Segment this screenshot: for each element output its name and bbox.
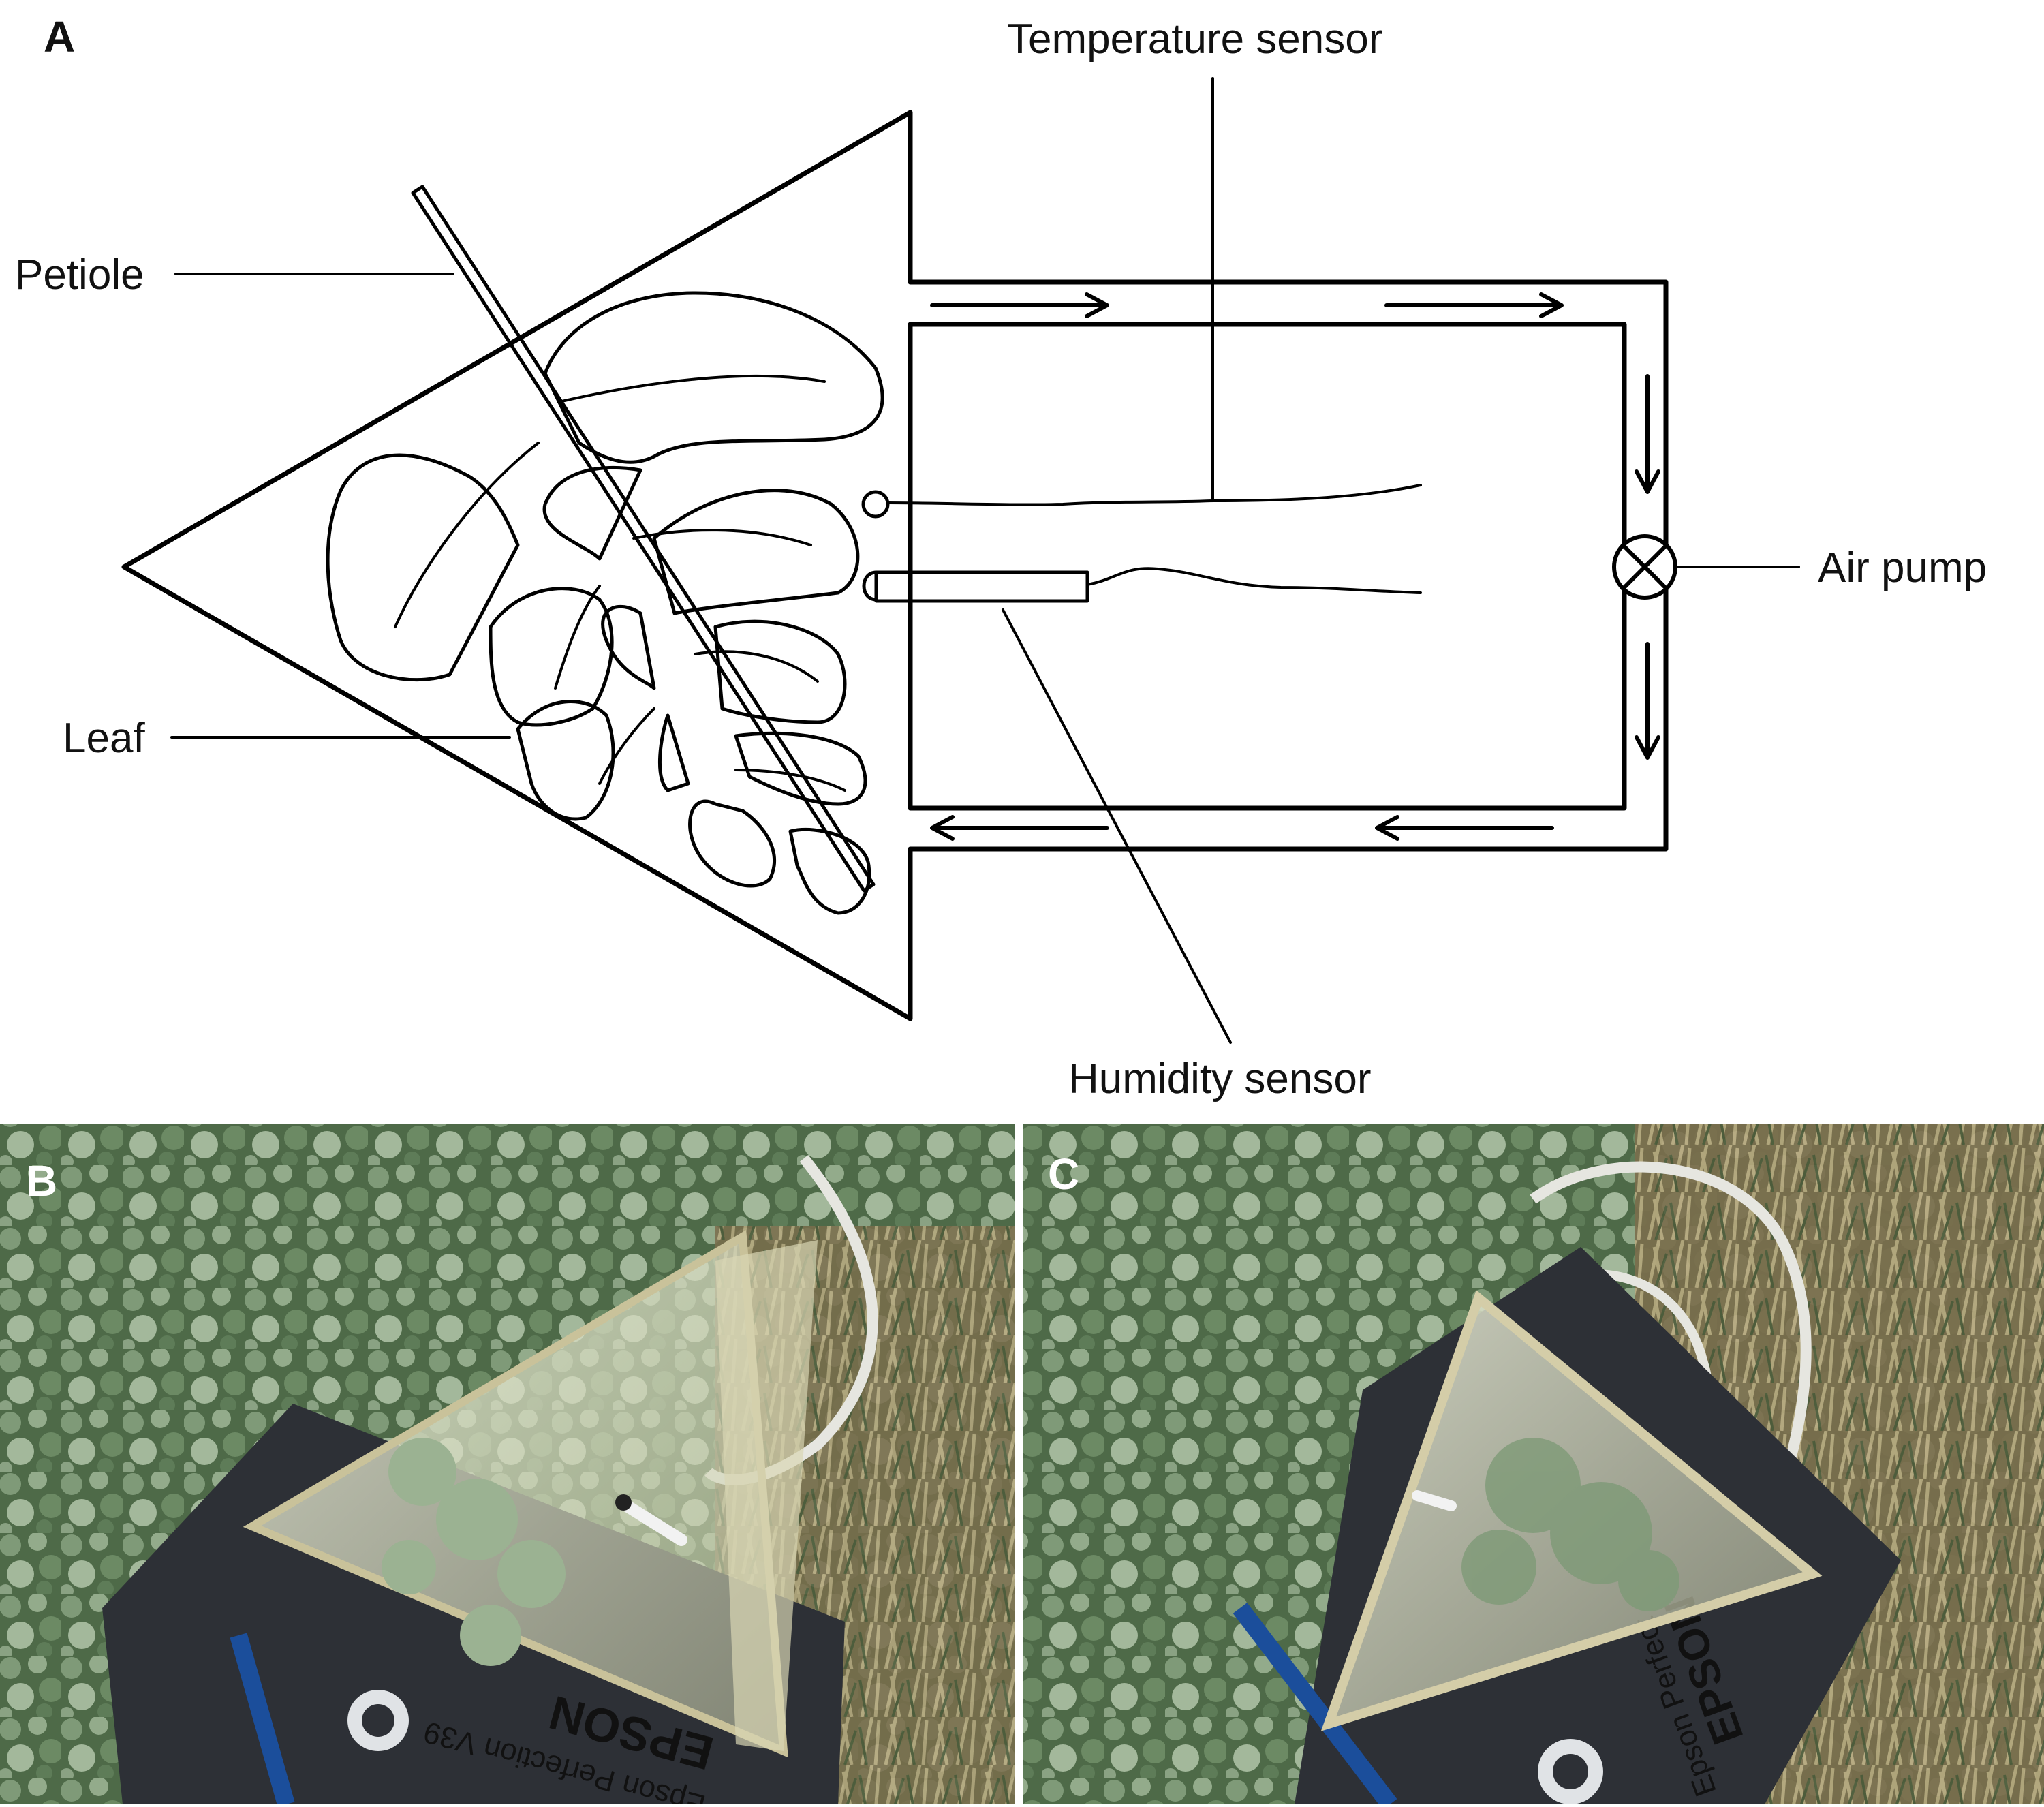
label-humidity-sensor: Humidity sensor <box>1068 1055 1371 1102</box>
humidity-sensor <box>862 567 1422 603</box>
panel-c-photo: EPSON Epson Perfect C <box>1023 1124 2044 1804</box>
label-leaf: Leaf <box>63 715 145 762</box>
label-air-pump: Air pump <box>1818 544 1987 591</box>
air-pump-symbol <box>1612 534 1677 600</box>
flow-arrows <box>930 292 1660 841</box>
flow-arrow-top-2 <box>1384 292 1564 318</box>
panel-b-letter: B <box>26 1156 57 1205</box>
panel-a-letter: A <box>44 12 75 61</box>
chamber-outline <box>121 110 1669 1021</box>
panel-c-letter: C <box>1048 1149 1079 1199</box>
flow-arrow-bottom-2 <box>930 815 1109 841</box>
flow-arrow-bottom-1 <box>1375 815 1554 841</box>
panel-a-diagram: A <box>15 12 1987 1102</box>
leader-lines <box>170 77 1800 1044</box>
label-temperature-sensor: Temperature sensor <box>1007 16 1382 63</box>
flow-arrow-right-1 <box>1635 374 1660 494</box>
leader-humidity <box>1002 608 1232 1044</box>
label-petiole: Petiole <box>15 251 144 298</box>
leaf-outline <box>326 291 884 915</box>
flow-arrow-right-2 <box>1635 642 1660 760</box>
flow-arrow-top-1 <box>930 292 1109 318</box>
temperature-sensor <box>861 484 1422 519</box>
panel-b-photo: EPSON Epson Perfection V39 B <box>0 1124 1015 1804</box>
